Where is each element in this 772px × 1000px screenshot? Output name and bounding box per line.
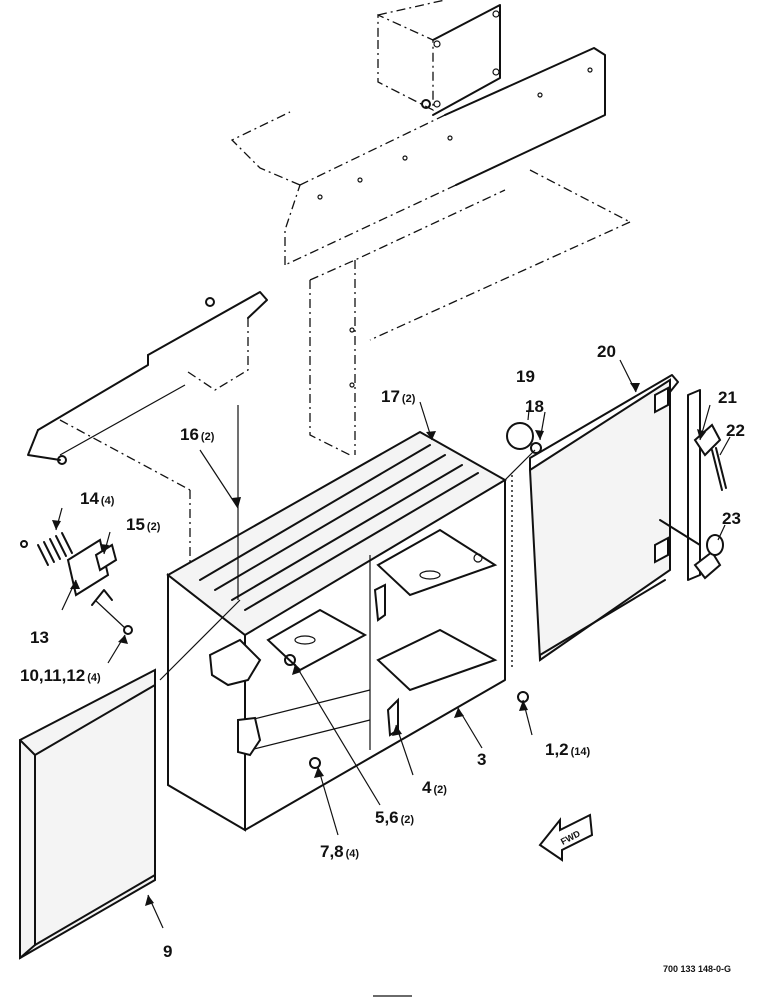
callout-18: 18: [525, 397, 544, 416]
callout-5-6: 5,6(2): [375, 808, 414, 827]
callout-22: 22: [726, 421, 745, 440]
left-frame-bracket: [27, 291, 268, 640]
callout-15: 15(2): [126, 515, 161, 534]
callout-17: 17(2): [381, 387, 416, 406]
callout-13: 13: [30, 628, 49, 647]
left-door: [19, 668, 156, 960]
callout-19: 19: [516, 367, 535, 386]
leader-arrowheads: [52, 383, 706, 906]
left-hinge-assembly: [20, 532, 133, 635]
callout-7-8: 7,8(4): [320, 842, 359, 861]
right-door: [511, 374, 679, 670]
callout-labels: 1,2(14) 3 4(2) 5,6(2) 7,8(4) 9 10,11,12(…: [20, 342, 745, 961]
callout-16: 16(2): [180, 425, 215, 444]
callout-23: 23: [722, 509, 741, 528]
callout-20: 20: [597, 342, 616, 361]
callout-14: 14(4): [80, 489, 115, 508]
callout-4: 4(2): [422, 778, 447, 797]
callout-1-2: 1,2(14): [545, 740, 591, 759]
main-box: [166, 430, 529, 832]
latch-assembly: [659, 389, 727, 581]
callout-10-11-12: 10,11,12(4): [20, 666, 101, 685]
callout-3: 3: [477, 750, 486, 769]
callout-9: 9: [163, 942, 172, 961]
leader-lines: [55, 359, 731, 929]
callout-21: 21: [718, 388, 737, 407]
fwd-arrow: FWD: [538, 813, 594, 862]
drawing-number: 700 133 148-0-G: [663, 964, 731, 974]
upper-frame-phantom: [230, 0, 631, 456]
round-parts: [506, 422, 542, 454]
